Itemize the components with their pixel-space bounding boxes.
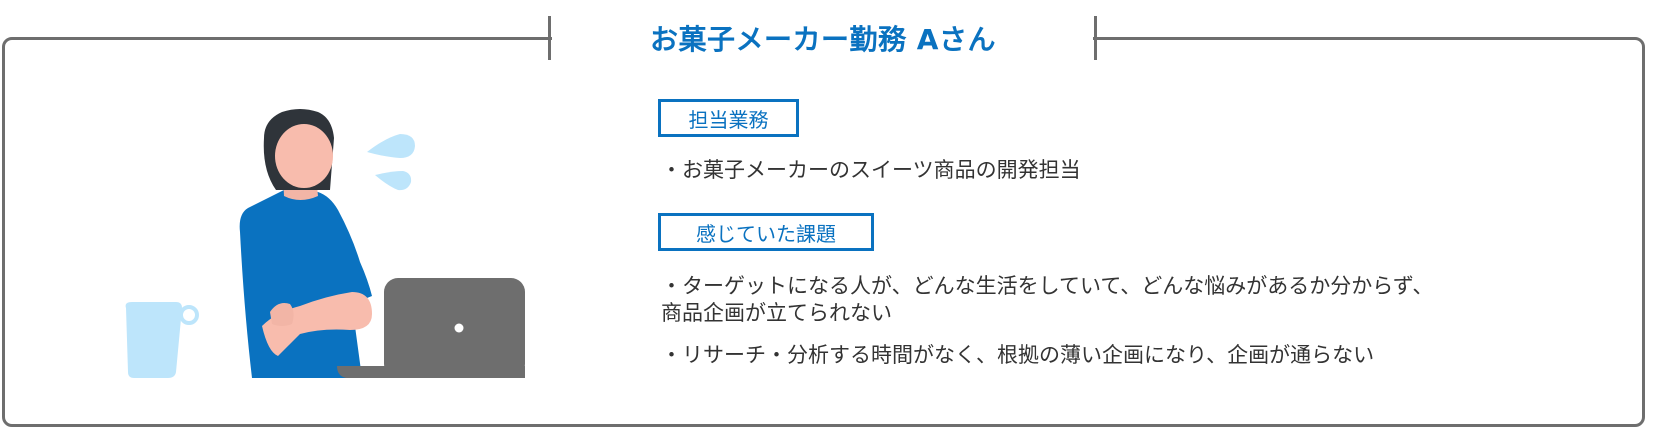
title-right-tick bbox=[1094, 16, 1097, 60]
speech-drops-icon bbox=[367, 134, 415, 191]
cup-icon bbox=[125, 302, 199, 378]
laptop-icon bbox=[337, 278, 525, 378]
section-label-responsibilities: 担当業務 bbox=[658, 99, 799, 137]
challenge-item-line2: 商品企画が立てられない bbox=[661, 301, 892, 325]
person-icon bbox=[239, 109, 372, 378]
title-gap bbox=[552, 30, 1093, 46]
challenge-item: ・リサーチ・分析する時間がなく、根拠の薄い企画になり、企画が通らない bbox=[661, 343, 1375, 367]
person-illustration bbox=[125, 109, 525, 378]
title-left-tick bbox=[548, 16, 551, 60]
card-title: お菓子メーカー勤務 Aさん bbox=[650, 23, 996, 56]
section-label-challenges: 感じていた課題 bbox=[658, 213, 874, 251]
challenge-item: ・ターゲットになる人が、どんな生活をしていて、どんな悩みがあるか分からず、 商品… bbox=[661, 273, 1433, 327]
challenge-item-line1: ・ターゲットになる人が、どんな生活をしていて、どんな悩みがあるか分からず、 bbox=[661, 274, 1434, 298]
responsibility-item: ・お菓子メーカーのスイーツ商品の開発担当 bbox=[661, 158, 1081, 182]
